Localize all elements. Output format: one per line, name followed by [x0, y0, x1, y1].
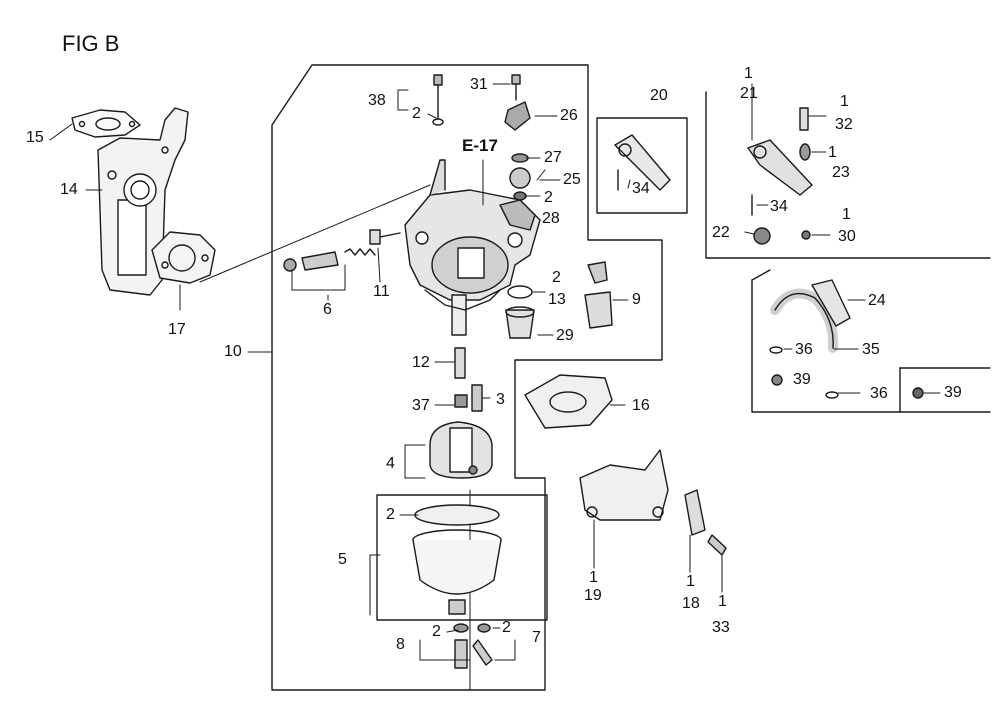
callout-29: 29	[556, 327, 574, 344]
part-24-box	[751, 269, 991, 413]
callout-17: 17	[168, 321, 186, 338]
bracket-19	[579, 449, 727, 556]
callout-2-bowl: 2	[386, 506, 395, 523]
callout-3: 3	[496, 391, 505, 408]
lever-20	[614, 134, 671, 191]
callout-34-a: 34	[632, 180, 650, 197]
callout-13: 13	[548, 291, 566, 308]
main-jet-parts	[454, 347, 483, 412]
callout-25: 25	[563, 171, 581, 188]
callout-4: 4	[386, 455, 395, 472]
callout-19: 19	[584, 587, 602, 604]
part-20-box	[596, 117, 688, 214]
float-bowl	[412, 504, 502, 615]
callout-10: 10	[224, 343, 242, 360]
fuel-hose	[769, 279, 924, 399]
callout-14: 14	[60, 181, 78, 198]
pilot-screw-assembly	[283, 229, 401, 272]
top-small-parts	[432, 74, 546, 201]
callout-37: 37	[412, 397, 430, 414]
float-bowl-box	[376, 494, 548, 621]
callout-38: 38	[368, 92, 386, 109]
callout-9: 9	[632, 291, 641, 308]
callout-24: 24	[868, 292, 886, 309]
callout-2-7: 2	[502, 619, 511, 636]
callout-28: 28	[542, 210, 560, 227]
callout-33: 33	[712, 619, 730, 636]
callout-34-b: 34	[770, 198, 788, 215]
gasket-15	[71, 109, 141, 138]
float	[429, 421, 493, 479]
callout-22: 22	[712, 224, 730, 241]
callout-15: 15	[26, 129, 44, 146]
callout-30: 30	[838, 228, 856, 245]
callout-20: 20	[650, 87, 668, 104]
callout-5: 5	[338, 551, 347, 568]
lever-21	[747, 107, 813, 245]
callout-7: 7	[532, 629, 541, 646]
gasket-17	[151, 184, 431, 284]
callout-1-19: 1	[589, 569, 598, 586]
callout-1-33: 1	[718, 593, 727, 610]
figure-title: FIG B	[62, 31, 120, 56]
callout-26: 26	[560, 107, 578, 124]
callout-1-18: 1	[686, 573, 695, 590]
callout-1-21: 1	[744, 65, 753, 82]
callout-12: 12	[412, 354, 430, 371]
callout-6: 6	[323, 301, 332, 318]
reference-label: E-17	[462, 136, 498, 155]
callout-2-top: 2	[412, 105, 421, 122]
callout-18: 18	[682, 595, 700, 612]
callout-36-b: 36	[870, 385, 888, 402]
callout-21: 21	[740, 85, 758, 102]
callout-2-8: 2	[432, 623, 441, 640]
part-21-box	[705, 91, 991, 259]
callout-36-a: 36	[795, 341, 813, 358]
callout-2-right: 2	[544, 189, 553, 206]
leader-lines	[49, 83, 941, 661]
insulator-bracket	[97, 107, 189, 296]
callout-27: 27	[544, 149, 562, 166]
callout-1-23: 1	[828, 144, 837, 161]
carburetor-body	[404, 159, 541, 336]
callout-39-b: 39	[944, 384, 962, 401]
callout-39-a: 39	[793, 371, 811, 388]
callout-1-30: 1	[842, 206, 851, 223]
callout-8: 8	[396, 636, 405, 653]
callout-11: 11	[373, 283, 390, 300]
callout-31: 31	[470, 76, 488, 93]
callout-23: 23	[832, 164, 850, 181]
drain-screws	[453, 623, 493, 669]
callout-35: 35	[862, 341, 880, 358]
gasket-16	[524, 374, 613, 429]
callout-16: 16	[632, 397, 650, 414]
callout-1-32: 1	[840, 93, 849, 110]
callout-32: 32	[835, 116, 853, 133]
fuel-fittings	[505, 261, 613, 339]
callout-2-13: 2	[552, 269, 561, 286]
